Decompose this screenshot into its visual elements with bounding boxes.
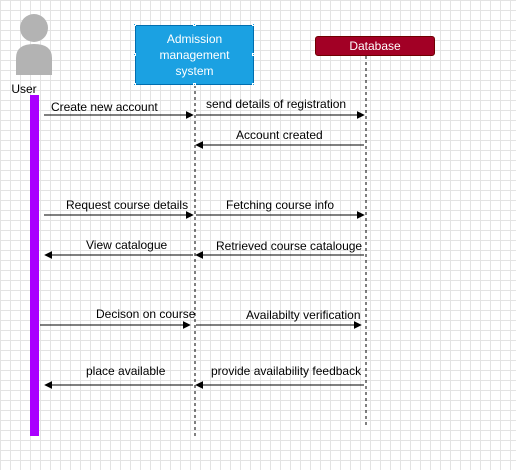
message-label-send-details: send details of registration (206, 97, 347, 111)
selection-handle-bottom-left[interactable] (133, 83, 136, 86)
selection-handle-bottom-right[interactable] (252, 83, 255, 86)
system-participant-box[interactable]: Admission management system (135, 25, 254, 85)
database-participant-label: Database (349, 39, 401, 53)
message-label-decision-course: Decison on course (96, 307, 196, 321)
message-label-place-available: place available (86, 364, 166, 378)
selection-handle-right[interactable] (252, 53, 255, 56)
message-label-request-course: Request course details (66, 198, 189, 212)
message-label-retrieved-catalogue: Retrieved course catalouge (216, 239, 363, 253)
user-actor-label: User (11, 82, 37, 96)
user-actor-icon (16, 14, 52, 75)
user-activation-bar (30, 95, 39, 436)
selection-handle-bottom[interactable] (193, 83, 196, 86)
message-label-fetching-course: Fetching course info (226, 198, 335, 212)
message-label-account-created: Account created (236, 128, 323, 142)
message-label-view-catalogue: View catalogue (86, 238, 168, 252)
message-label-create-account: Create new account (51, 100, 158, 114)
database-participant-box[interactable]: Database (315, 36, 435, 56)
selection-handle-top-left[interactable] (133, 23, 136, 26)
selection-handle-top-right[interactable] (252, 23, 255, 26)
selection-handle-top[interactable] (193, 23, 196, 26)
system-participant-label: Admission management system (159, 32, 230, 78)
selection-handle-left[interactable] (133, 53, 136, 56)
message-label-availability-feedback: provide availability feedback (211, 364, 362, 378)
message-label-availability-verification: Availabilty verification (246, 308, 361, 322)
